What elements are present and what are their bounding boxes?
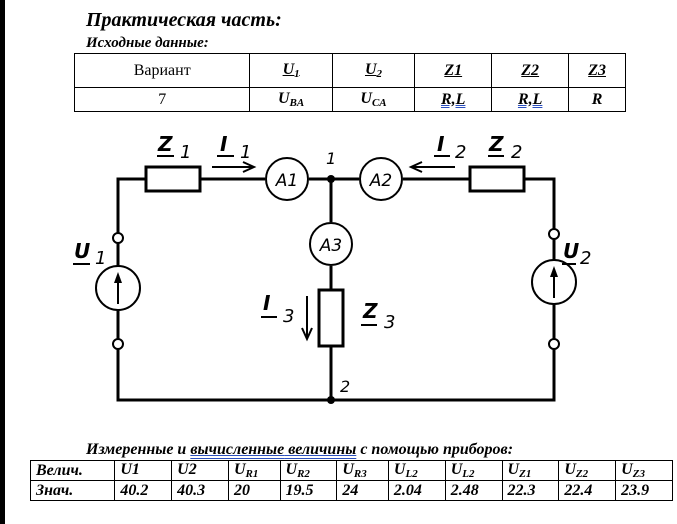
voltage-source-u1 — [95, 265, 141, 311]
left-edge-bar — [0, 0, 5, 524]
measurements-caption: Измеренные и вычисленные величины с помо… — [86, 441, 514, 458]
current-arrow-i2 — [408, 161, 455, 173]
svg-text:1: 1 — [180, 142, 191, 163]
ammeter-a1: A1 — [265, 157, 309, 201]
node-1-label: 1 — [326, 149, 336, 168]
col-header: UZ2 — [558, 460, 617, 481]
svg-text:1: 1 — [240, 142, 251, 163]
row-label-quantity: Велич. — [29, 460, 116, 481]
col-header: UR2 — [279, 460, 338, 481]
header-z1: Z1 — [414, 53, 493, 88]
svg-text:I: I — [437, 132, 445, 156]
node-2-dot — [327, 396, 335, 404]
col-header: UZ1 — [501, 460, 560, 481]
value-cell: 2.04 — [387, 480, 446, 501]
wire-right-top — [524, 177, 556, 230]
value-cell: 40.2 — [114, 480, 173, 501]
value-cell: 19.5 — [279, 480, 338, 501]
ammeter-a2: A2 — [359, 157, 403, 201]
value-cell: 24 — [336, 480, 389, 501]
ammeter-a3-label: A3 — [319, 236, 342, 256]
cell-z2: R,L — [491, 87, 570, 112]
row-label-value: Знач. — [29, 480, 116, 501]
current-arrow-i3 — [301, 296, 313, 342]
value-cell: 23.9 — [615, 480, 673, 501]
cell-z1: R,L — [414, 87, 493, 112]
svg-text:2: 2 — [511, 142, 522, 163]
terminal-u1-top — [112, 232, 124, 244]
wire-left-bottom — [116, 348, 556, 402]
terminal-u2-bottom — [548, 338, 560, 350]
value-cell: 2.48 — [444, 480, 503, 501]
input-data-table: Вариант U1 U2 Z1 Z2 Z3 7 UBA UCA R,L R,L… — [73, 53, 626, 112]
resistor-z2 — [468, 165, 526, 193]
col-header: UZ3 — [615, 460, 673, 481]
svg-text:Z: Z — [362, 299, 378, 323]
label-z1: Z 1 — [157, 132, 191, 163]
value-cell: 20 — [227, 480, 281, 501]
terminal-u1-bottom — [112, 338, 124, 350]
node-1-dot — [327, 175, 335, 183]
label-z3: Z 3 — [361, 299, 395, 333]
cell-u1: UBA — [249, 87, 333, 112]
svg-text:U: U — [563, 239, 579, 263]
page-title: Практическая часть: — [86, 9, 282, 31]
svg-text:U: U — [74, 239, 90, 263]
terminal-u2-top — [548, 228, 560, 240]
value-cell: 22.4 — [558, 480, 617, 501]
col-header: U1 — [114, 460, 173, 481]
table-row: 7 UBA UCA R,L R,L R — [73, 87, 626, 112]
measurements-values-row: Знач. 40.2 40.3 20 19.5 24 2.04 2.48 22.… — [29, 480, 673, 501]
svg-text:2: 2 — [580, 248, 591, 269]
svg-text:2: 2 — [455, 142, 466, 163]
wire-left-top — [116, 177, 146, 234]
svg-text:1: 1 — [95, 248, 106, 269]
svg-text:I: I — [263, 291, 271, 315]
value-cell: 40.3 — [171, 480, 229, 501]
measurements-table: Велич. U1 U2 UR1 UR2 UR3 UL2 UL2 UZ1 UZ2… — [29, 460, 673, 501]
header-u1: U1 — [249, 53, 333, 88]
value-cell: 22.3 — [501, 480, 560, 501]
col-header: UR1 — [227, 460, 281, 481]
svg-text:I: I — [220, 132, 228, 156]
node-2-label: 2 — [340, 377, 350, 396]
ammeter-a2-label: A2 — [369, 171, 392, 191]
col-header: UR3 — [336, 460, 389, 481]
svg-text:Z: Z — [157, 132, 173, 156]
current-arrow-i1 — [212, 161, 257, 173]
resistor-z1 — [144, 165, 202, 193]
ammeter-a1-label: A1 — [275, 171, 298, 191]
col-header: UL2 — [387, 460, 446, 481]
measurements-header-row: Велич. U1 U2 UR1 UR2 UR3 UL2 UL2 UZ1 UZ2… — [29, 460, 673, 481]
table-header-row: Вариант U1 U2 Z1 Z2 Z3 — [73, 53, 626, 88]
col-header: U2 — [171, 460, 229, 481]
label-u1: U 1 — [73, 239, 106, 269]
svg-text:3: 3 — [283, 306, 294, 327]
svg-text:Z: Z — [488, 132, 504, 156]
voltage-source-u2 — [531, 259, 577, 305]
col-header: UL2 — [444, 460, 503, 481]
cell-u2: UCA — [331, 87, 416, 112]
label-i1: I 1 — [217, 132, 251, 163]
label-i3: I 3 — [261, 291, 294, 327]
ammeter-a3: A3 — [309, 222, 353, 266]
svg-text:3: 3 — [384, 312, 395, 333]
header-z2: Z2 — [491, 53, 570, 88]
cell-z3: R — [568, 87, 626, 112]
cell-variant: 7 — [73, 87, 251, 112]
resistor-z3 — [317, 288, 345, 348]
section-subtitle: Исходные данные: — [86, 35, 209, 51]
label-i2: I 2 — [434, 132, 466, 163]
label-z2: Z 2 — [488, 132, 522, 163]
label-u2: U 2 — [562, 239, 591, 269]
